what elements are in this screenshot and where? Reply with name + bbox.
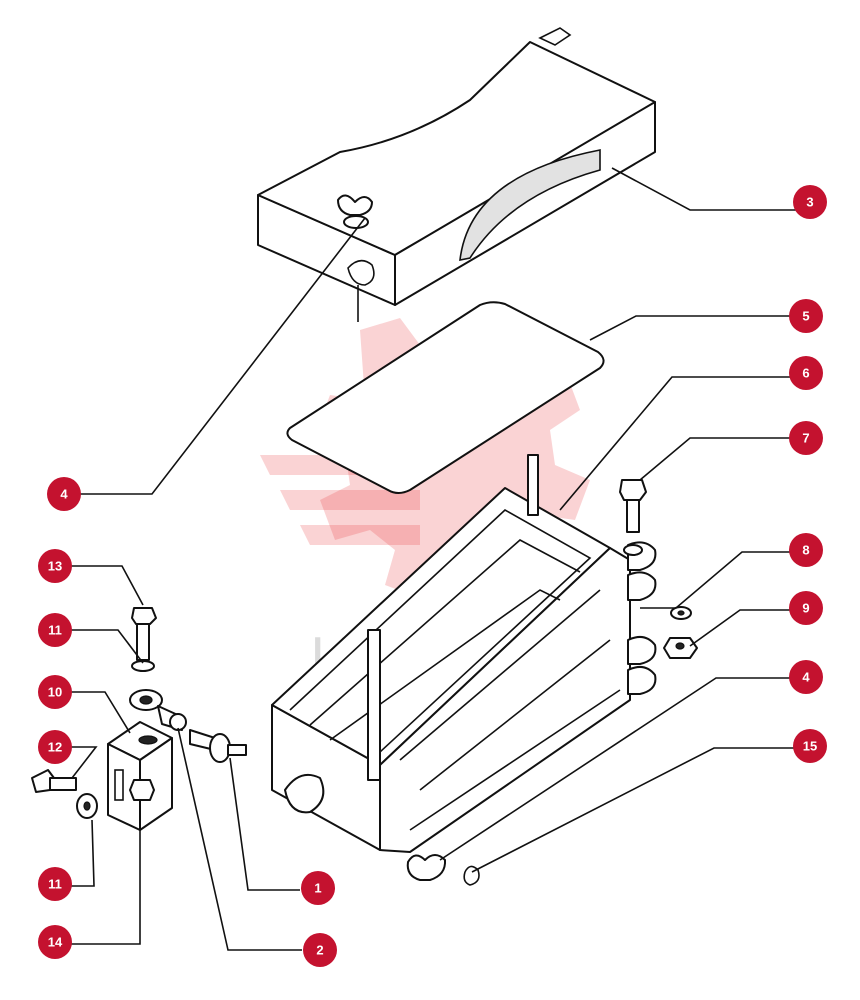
part-stud-bolt-1 — [189, 729, 247, 763]
callout-label: 5 — [802, 309, 809, 324]
callout-4-bottom: 4 — [789, 660, 823, 694]
callout-2: 2 — [303, 933, 337, 967]
callout-3: 3 — [793, 185, 827, 219]
callout-label: 7 — [802, 431, 809, 446]
wing-nut-bottom — [406, 854, 447, 881]
callout-label: 13 — [48, 559, 62, 574]
callout-12: 12 — [38, 730, 72, 764]
callout-13: 13 — [38, 549, 72, 583]
callout-1: 1 — [301, 871, 335, 905]
callout-15: 15 — [793, 729, 827, 763]
part-gasket-plate — [286, 301, 605, 494]
callout-label: 2 — [316, 943, 323, 958]
callout-9: 9 — [789, 591, 823, 625]
leader-lines — [60, 167, 800, 951]
callout-10: 10 — [38, 675, 72, 709]
callout-label: 11 — [48, 623, 62, 638]
callout-14: 14 — [38, 925, 72, 959]
callout-6: 6 — [789, 356, 823, 390]
callout-label: 4 — [802, 670, 810, 685]
callout-label: 11 — [48, 877, 62, 892]
callout-label: 14 — [48, 935, 63, 950]
callout-7: 7 — [789, 421, 823, 455]
callout-label: 9 — [802, 601, 809, 616]
part-battery-box — [271, 454, 657, 853]
part-bolt-hinge — [619, 479, 647, 556]
callout-4-top: 4 — [47, 477, 81, 511]
callout-5: 5 — [789, 299, 823, 333]
part-washer-11-top — [131, 660, 155, 672]
callout-label: 4 — [60, 487, 68, 502]
part-bracket-10 — [107, 721, 173, 831]
callout-8: 8 — [789, 533, 823, 567]
part-bolt-13 — [131, 607, 157, 661]
part-top-cover — [257, 27, 656, 322]
part-nut-14 — [129, 779, 155, 801]
callout-11-bottom: 11 — [38, 867, 72, 901]
part-nut-hinge — [663, 637, 698, 659]
part-rod-end — [129, 689, 187, 731]
part-washer-hinge — [670, 606, 692, 620]
wing-nut-top — [337, 194, 373, 229]
callout-11-top: 11 — [38, 613, 72, 647]
callout-label: 12 — [48, 740, 62, 755]
callout-label: 1 — [314, 881, 321, 896]
callout-label: 6 — [802, 366, 809, 381]
part-bolt-12 — [31, 769, 77, 793]
part-clip — [463, 865, 480, 886]
callout-label: 3 — [806, 195, 813, 210]
callout-label: 8 — [802, 543, 809, 558]
callout-label: 15 — [803, 739, 817, 754]
callout-label: 10 — [48, 685, 62, 700]
part-washer-11-bottom — [76, 793, 98, 819]
